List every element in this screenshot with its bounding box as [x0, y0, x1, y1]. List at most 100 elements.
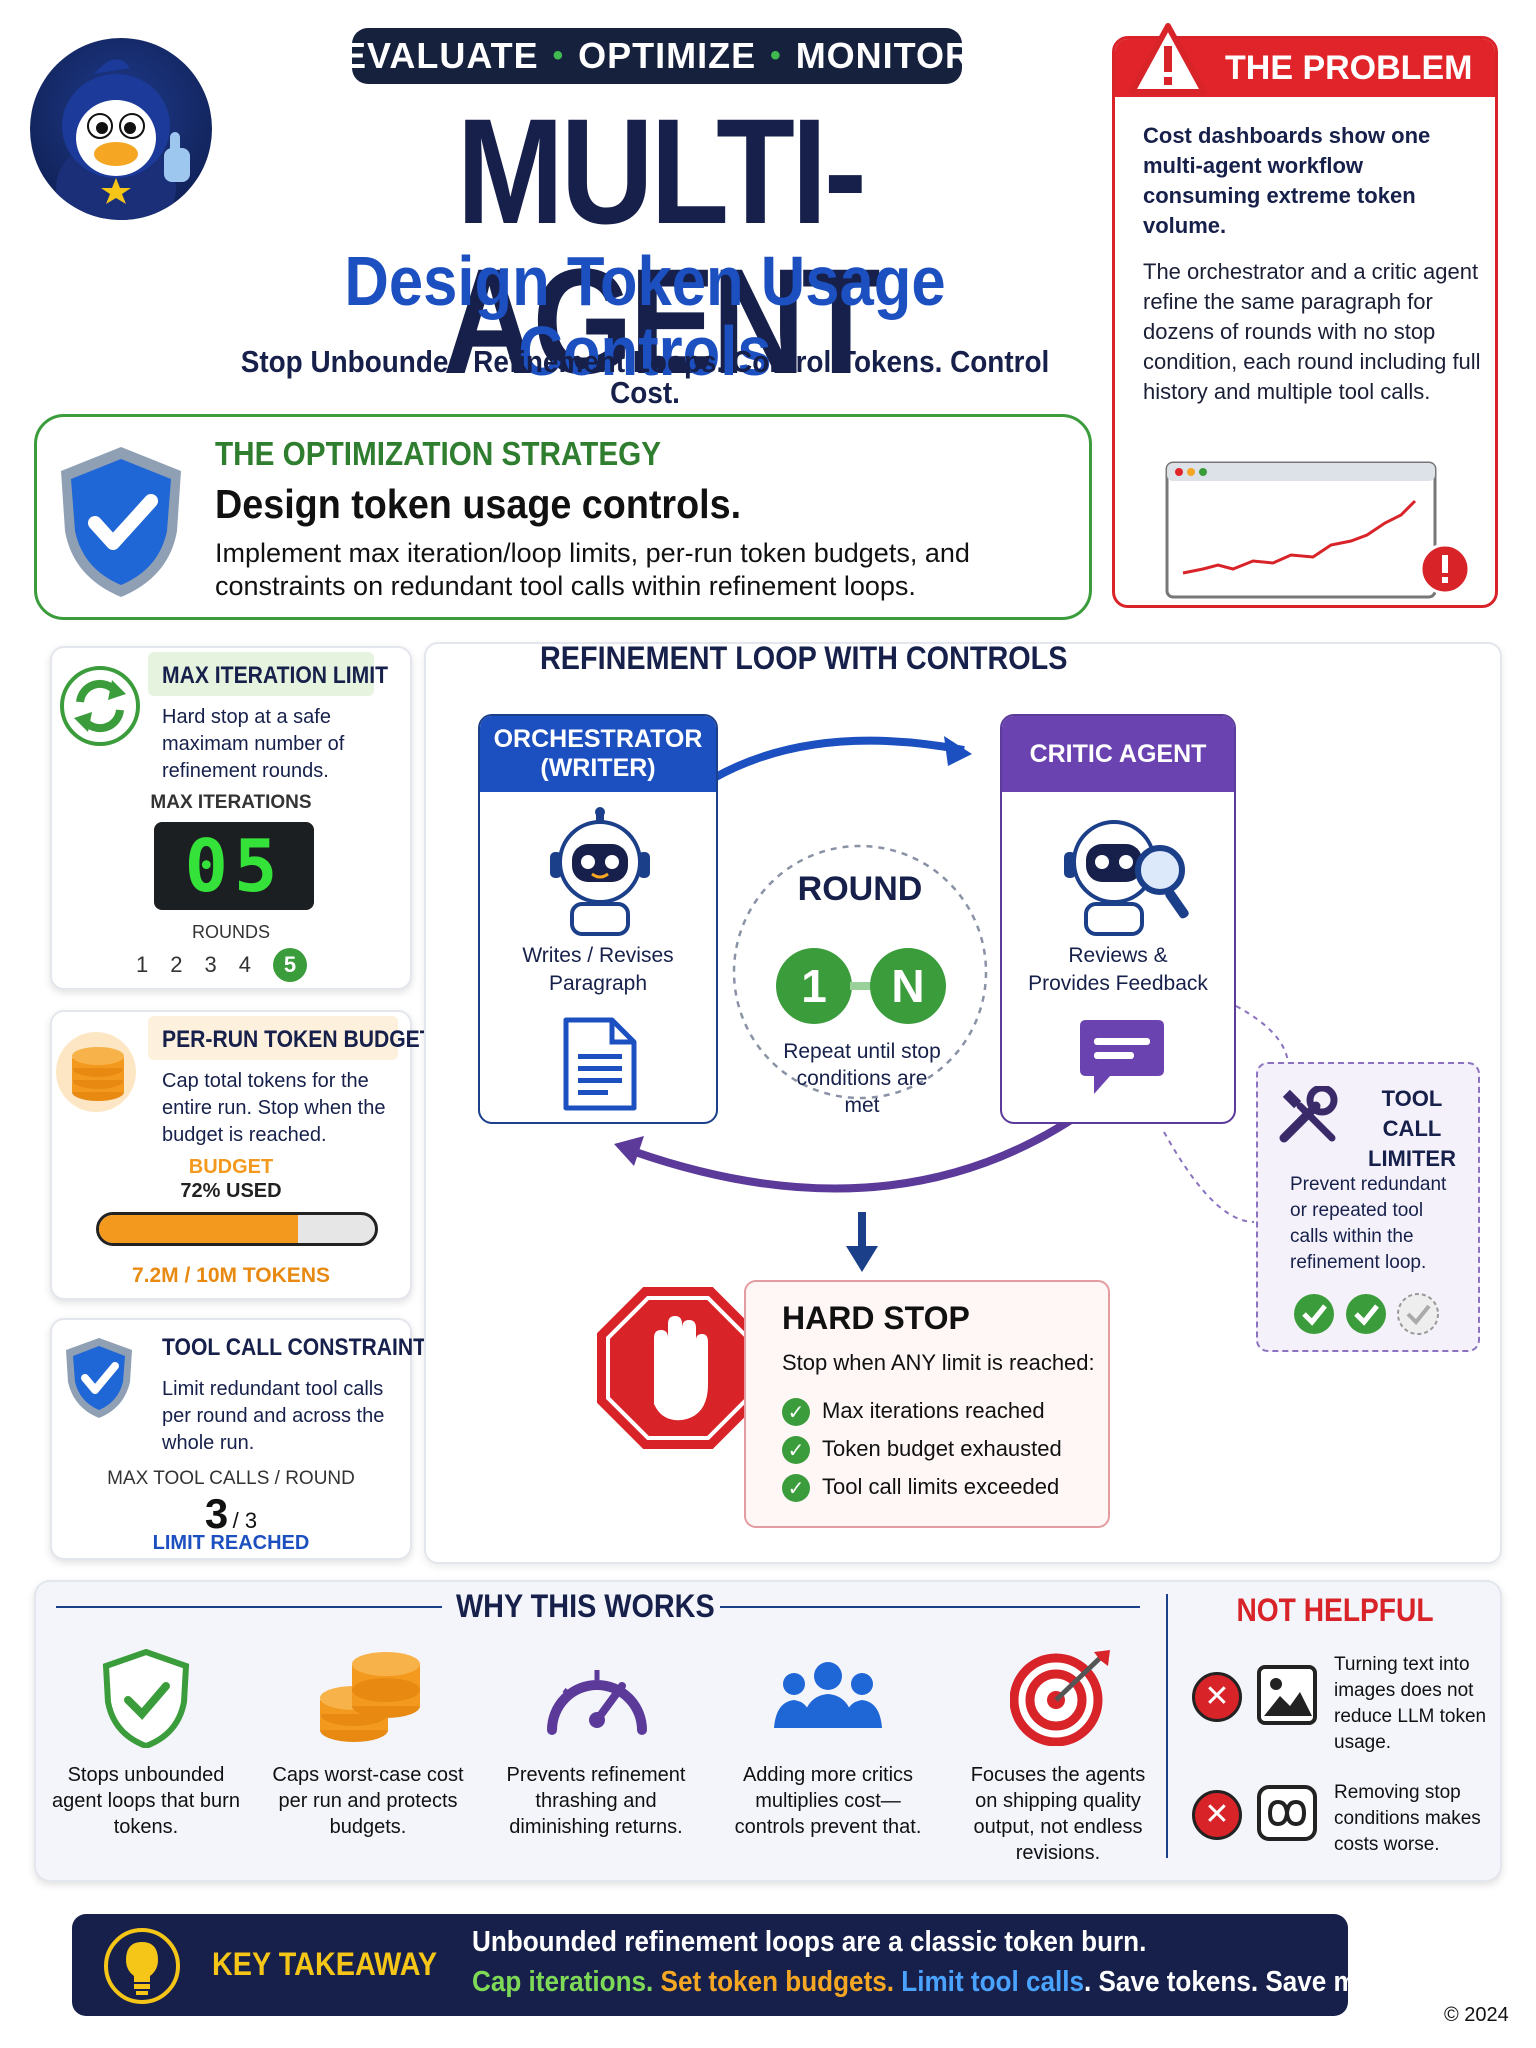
hard-stop-item: ✓ Tool call limits exceeded — [782, 1468, 1062, 1506]
critic-desc: Reviews & Provides Feedback — [1028, 944, 1208, 995]
hard-stop-item: ✓ Token budget exhausted — [782, 1430, 1062, 1468]
page-tagline: Stop Unbounded Refinement Loops. Control… — [240, 344, 1050, 410]
takeaway-token-budgets: Set token budgets. — [660, 1966, 895, 1998]
limiter-desc: Prevent redundant or repeated tool calls… — [1290, 1174, 1447, 1273]
penguin-mascot-icon — [30, 38, 212, 220]
max-iteration-card: MAX ITERATION LIMIT Hard stop at a safe … — [50, 646, 412, 990]
round-number: 1 — [136, 952, 149, 977]
shield-check-icon — [102, 1648, 190, 1748]
vertical-divider — [1166, 1594, 1168, 1858]
budget-label: BUDGET — [188, 1156, 274, 1178]
close-x-icon: ✕ — [1192, 1790, 1242, 1840]
shield-check-icon — [66, 1338, 132, 1418]
budget-progress-bar — [96, 1212, 378, 1246]
page-subtitle: Design Token Usage Controls — [344, 242, 946, 390]
close-x-icon: ✕ — [1192, 1672, 1242, 1722]
why-item: Focuses the agents on shipping quality o… — [970, 1764, 1146, 1864]
round-indicators: 1 2 3 4 5 — [136, 948, 307, 982]
token-budget-desc: Cap total tokens for the entire run. Sto… — [162, 1070, 386, 1146]
check-icon: ✓ — [782, 1474, 810, 1503]
round-arrow — [850, 982, 874, 990]
strategy-heading: Design token usage controls. — [215, 481, 742, 527]
problem-title: THE PROBLEM — [1115, 39, 1495, 97]
warning-triangle-icon — [1129, 23, 1207, 95]
hard-stop-panel: HARD STOP Stop when ANY limit is reached… — [744, 1280, 1110, 1528]
document-icon — [563, 1017, 637, 1111]
coin-stack-icon — [56, 1032, 136, 1112]
not-helpful-item: Turning text into images does not reduce… — [1334, 1654, 1487, 1753]
hard-stop-item-text: Tool call limits exceeded — [822, 1474, 1060, 1499]
why-item: Caps worst-case cost per run and protect… — [272, 1764, 464, 1838]
tool-call-count-max: / 3 — [232, 1508, 258, 1533]
strategy-kicker: THE OPTIMIZATION STRATEGY — [215, 435, 662, 472]
takeaway-limit-tool-calls: Limit tool calls — [901, 1966, 1085, 1998]
why-item: Prevents refinement thrashing and dimini… — [506, 1764, 686, 1838]
coin-stack-icon — [320, 1652, 420, 1742]
iteration-counter-display: 05 — [154, 822, 314, 910]
max-iterations-label: MAX ITERATIONS — [150, 792, 312, 813]
critic-agent-card: CRITIC AGENT Reviews & Provides Feedback — [1000, 714, 1236, 1124]
strategy-panel: THE OPTIMIZATION STRATEGY Design token u… — [34, 414, 1092, 620]
why-item: Stops unbounded agent loops that burn to… — [52, 1764, 240, 1838]
tool-call-count: 3 / 3 — [52, 1490, 410, 1538]
budget-tokens-text: 7.2M / 10M TOKENS — [131, 1264, 330, 1287]
tool-call-constraints-title: TOOL CALL CONSTRAINTS — [162, 1334, 441, 1361]
lightbulb-icon — [104, 1928, 180, 2004]
round-label: ROUND — [797, 870, 923, 908]
hard-stop-item-text: Max iterations reached — [822, 1398, 1045, 1423]
orchestrator-desc: Writes / Revises Paragraph — [522, 944, 674, 995]
copyright: © 2024 — [1444, 2004, 1509, 2026]
tool-call-limiter-card: TOOL CALL LIMITER Prevent redundant or r… — [1256, 1062, 1480, 1352]
round-start-badge: 1 — [776, 948, 852, 1024]
check-icon: ✓ — [782, 1398, 810, 1427]
round-number: 2 — [170, 952, 183, 977]
pill-separator-dot: • — [770, 39, 782, 72]
shield-check-icon — [61, 447, 181, 597]
token-budget-title: PER-RUN TOKEN BUDGET — [162, 1026, 433, 1053]
title-highlight — [148, 1016, 398, 1060]
limiter-title: TOOL CALL LIMITER — [1368, 1086, 1456, 1171]
limit-reached-status: LIMIT REACHED — [152, 1532, 310, 1554]
hard-stop-item-text: Token budget exhausted — [822, 1436, 1062, 1461]
check-icon: ✓ — [782, 1436, 810, 1465]
pill-monitor: MONITOR — [795, 35, 973, 76]
wrench-screwdriver-icon — [1279, 1086, 1338, 1143]
round-number: 3 — [204, 952, 217, 977]
strategy-description: Implement max iteration/loop limits, per… — [215, 538, 970, 601]
hard-stop-desc: Stop when ANY limit is reached: — [782, 1350, 1095, 1375]
robot-writer-icon — [550, 807, 650, 936]
why-title: WHY THIS WORKS — [456, 1588, 715, 1624]
loop-title: REFINEMENT LOOP WITH CONTROLS — [540, 640, 1068, 676]
not-helpful-item: Removing stop conditions makes costs wor… — [1334, 1782, 1481, 1855]
why-item: Adding more critics multiplies cost—cont… — [734, 1764, 922, 1838]
divider-line — [56, 1606, 442, 1608]
hard-stop-list: ✓ Max iterations reached ✓ Token budget ex… — [782, 1392, 1062, 1506]
orchestrator-agent-card: ORCHESTRATOR (WRITER) Writes / Revises P… — [478, 714, 718, 1124]
key-takeaway-banner: KEY TAKEAWAY Unbounded refinement loops … — [72, 1914, 1423, 2016]
round-number-current: 5 — [273, 948, 307, 982]
problem-detail: The orchestrator and a critic agent refi… — [1143, 259, 1481, 404]
critic-title: CRITIC AGENT — [1002, 716, 1234, 792]
key-takeaway-label: KEY TAKEAWAY — [212, 1946, 438, 1982]
pill-separator-dot: • — [552, 39, 565, 72]
target-bullseye-icon — [1010, 1650, 1110, 1746]
rounds-label: ROUNDS — [191, 922, 270, 942]
takeaway-cap-iterations: Cap iterations. — [472, 1966, 654, 1998]
rising-cost-chart-icon — [1165, 461, 1471, 599]
tool-call-count-value: 3 — [204, 1490, 229, 1537]
budget-used-text: 72% USED — [180, 1180, 282, 1202]
pill-optimize: OPTIMIZE — [578, 35, 757, 76]
stop-sign-hand-icon — [591, 1281, 765, 1455]
token-budget-card: PER-RUN TOKEN BUDGET Cap total tokens fo… — [50, 1010, 433, 1300]
speedometer-gauge-icon — [547, 1670, 647, 1735]
round-number: 4 — [238, 952, 251, 977]
tool-call-constraints-desc: Limit redundant tool calls per round and… — [162, 1378, 385, 1454]
max-tool-calls-label: MAX TOOL CALLS / ROUND — [107, 1468, 355, 1489]
tool-call-constraints-card: TOOL CALL CONSTRAINTS Limit redundant to… — [50, 1318, 440, 1560]
round-end-badge: N — [870, 948, 946, 1024]
page-title: MULTI-AGENT — [442, 87, 881, 405]
takeaway-line1: Unbounded refinement loops are a classic… — [472, 1926, 1147, 1958]
pill-evaluate: EVALUATE — [341, 35, 539, 76]
chat-feedback-icon — [1080, 1020, 1164, 1094]
group-users-icon — [774, 1662, 882, 1728]
